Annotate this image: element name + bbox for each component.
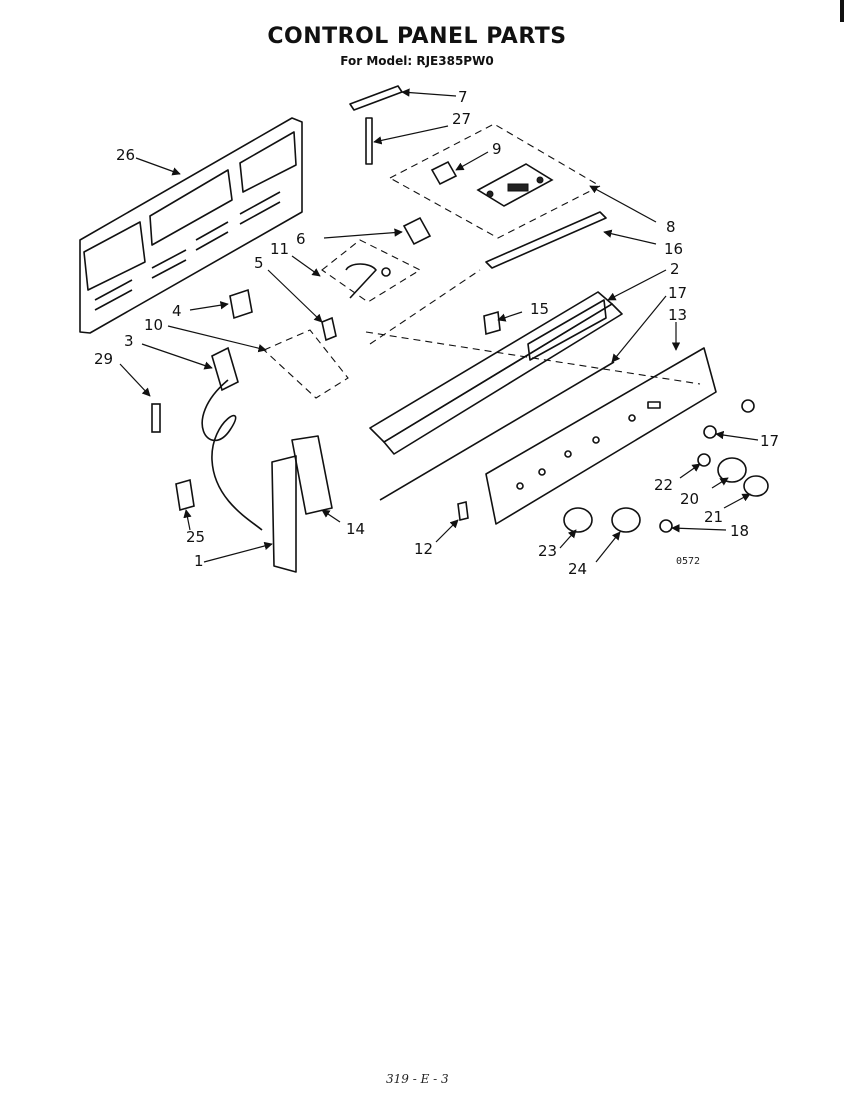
knobs	[563, 399, 769, 533]
callout-17: 17	[668, 284, 687, 302]
callout-15: 15	[530, 300, 549, 318]
small-parts	[151, 288, 501, 521]
rear-panel-part	[79, 117, 303, 334]
callout-10: 10	[144, 316, 163, 334]
callout-18: 18	[730, 522, 749, 540]
callout-11: 11	[270, 240, 289, 258]
console-part	[365, 269, 701, 455]
rod-part	[379, 361, 615, 501]
scan-edge-mark	[840, 0, 844, 22]
callout-13: 13	[668, 306, 687, 324]
callout-4: 4	[172, 302, 182, 320]
callout-23: 23	[538, 542, 557, 560]
end-cap-part	[271, 435, 333, 573]
callout-9: 9	[492, 140, 502, 158]
callout-12: 12	[414, 540, 433, 558]
callout-21: 21	[704, 508, 723, 526]
clock-part	[201, 346, 263, 531]
callout-26: 26	[116, 146, 135, 164]
diagram-title: CONTROL PANEL PARTS	[267, 24, 567, 49]
top-bracket-part	[349, 85, 403, 165]
callout-29: 29	[94, 350, 113, 368]
callout-6: 6	[296, 230, 306, 248]
callout-2: 2	[670, 260, 680, 278]
switch-assembly-part	[388, 123, 602, 239]
callout-7: 7	[458, 88, 468, 106]
callout-labels: 7 27 9 26 8 6 16 11 2 5 17 15 4 13 10 3 …	[94, 88, 779, 578]
callout-22: 22	[654, 476, 673, 494]
callout-5: 5	[254, 254, 264, 272]
callout-14: 14	[346, 520, 365, 538]
callout-24: 24	[568, 560, 587, 578]
model-subtitle: For Model: RJE385PW0	[340, 54, 494, 68]
switch-block-part	[321, 216, 432, 303]
callout-1: 1	[194, 552, 204, 570]
drawing-code: 0572	[676, 556, 701, 567]
front-panel-part	[485, 347, 717, 525]
callout-27: 27	[452, 110, 471, 128]
callout-8: 8	[666, 218, 676, 236]
callout-3: 3	[124, 332, 134, 350]
callout-20: 20	[680, 490, 699, 508]
strip-part	[485, 211, 607, 269]
leader-lines	[119, 88, 759, 563]
callout-16: 16	[664, 240, 683, 258]
callout-17-right: 17	[760, 432, 779, 450]
page-footer-code: 319 - E - 3	[386, 1072, 449, 1086]
callout-25: 25	[186, 528, 205, 546]
